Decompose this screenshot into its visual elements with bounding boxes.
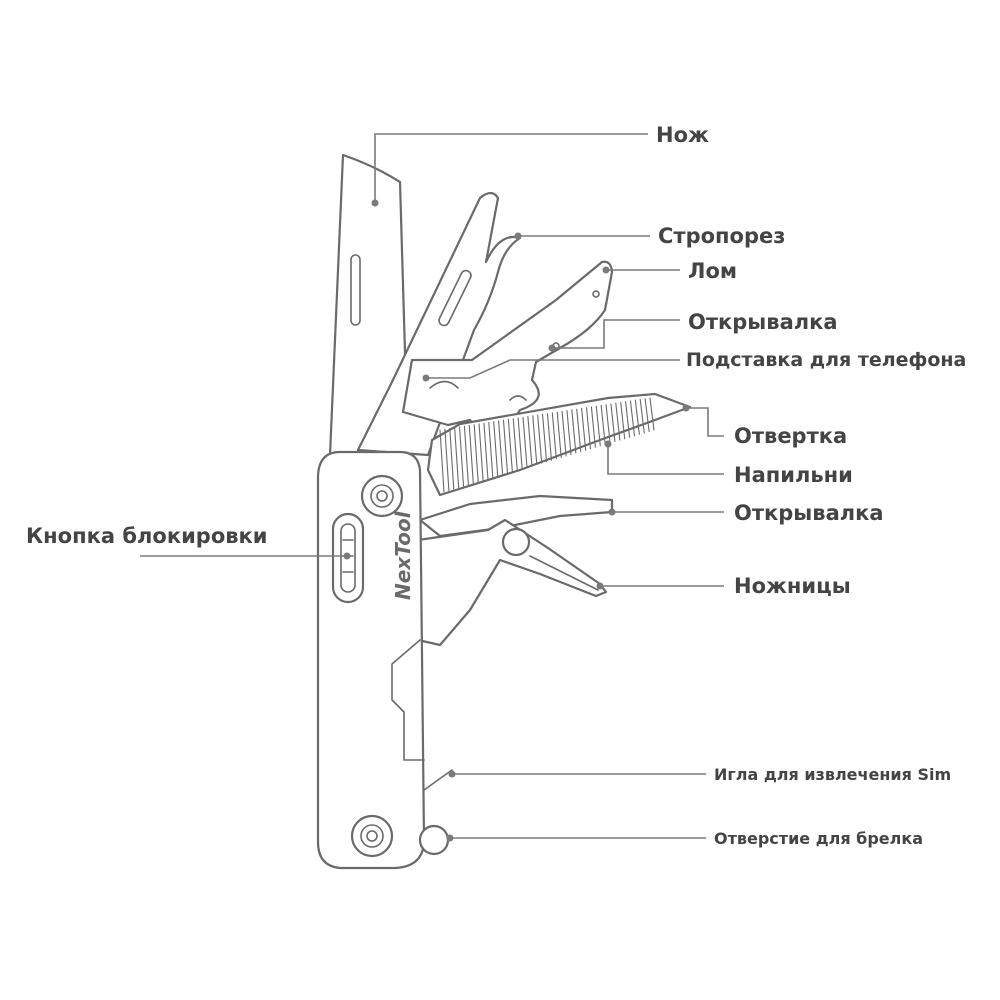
label-crowbar: Лом [688,259,737,283]
file-hatch-line [639,398,645,434]
file-hatch-line [615,402,621,441]
file-hatch-line [532,415,538,466]
crowbar-opener-arm [401,260,614,436]
file-hatch-line [566,410,572,456]
file-hatch-line [454,427,460,489]
file-hatch-line [585,407,592,450]
file-hatch-line [483,422,489,480]
file-hatch-line [439,429,445,493]
file-hatch-line [522,416,528,469]
file-hatch-line [620,401,626,440]
label-bottle-opener-top: Открывалка [688,310,838,334]
label-strap-cutter: Стропорез [658,224,785,248]
file-hatch-line [488,422,494,479]
file-hatch-line [595,405,601,447]
label-bottle-opener-bottom: Открывалка [734,501,884,525]
file-hatch-line [581,407,587,451]
handle-body: NexTool [316,450,453,870]
file-hatch-line [507,419,513,473]
label-screwdriver: Отвертка [734,424,847,448]
file-hatch-line [449,427,455,490]
file-hatch-line [537,414,543,464]
file-hatch-line [561,410,567,457]
file-hatch-line [556,411,562,458]
file-hatch-line [629,400,636,437]
brand-logo: NexTool [391,510,415,600]
scissors [416,518,608,647]
file-hatch-line [473,424,479,483]
file-hatch-line [649,397,655,431]
file-hatch-line [571,409,577,454]
file-hatch-line [493,421,499,477]
label-keyring-hole: Отверстие для брелка [714,829,923,848]
label-lock-button: Кнопка блокировки [26,524,268,548]
file-hatch-line [625,401,631,438]
file-hatch-line [458,426,465,487]
file-hatch-line [444,428,450,492]
file-hatch-line [590,406,596,448]
file-hatch-line [502,419,509,474]
file-hatch-line [478,423,484,482]
screwdriver-file [426,392,692,497]
file-hatch-line [468,424,474,484]
label-sim-needle: Игла для извлечения Sim [714,765,951,784]
label-phone-stand: Подставка для телефона [686,349,966,371]
file-hatch-line [644,398,650,432]
label-files: Напильни [734,463,853,487]
file-hatch-line [463,425,469,486]
file-hatch-line [551,412,557,460]
file-hatch-line [517,417,523,470]
leader-lines [140,133,724,842]
file-hatch-line [546,413,552,461]
labels: Нож Стропорез Лом Открывалка Подставка д… [26,123,966,848]
file-hatch-line [498,420,504,476]
file-hatch-line [605,404,611,444]
label-scissors: Ножницы [734,574,851,598]
file-hatch-line [512,418,518,471]
file-hatch-line [527,416,533,467]
file-hatch-line [576,408,582,453]
label-knife: Нож [656,123,709,147]
file-hatch-line [600,404,606,445]
file-hatch-line [634,399,640,435]
file-hatch-line [610,403,616,443]
file-hatch-line [542,413,548,463]
